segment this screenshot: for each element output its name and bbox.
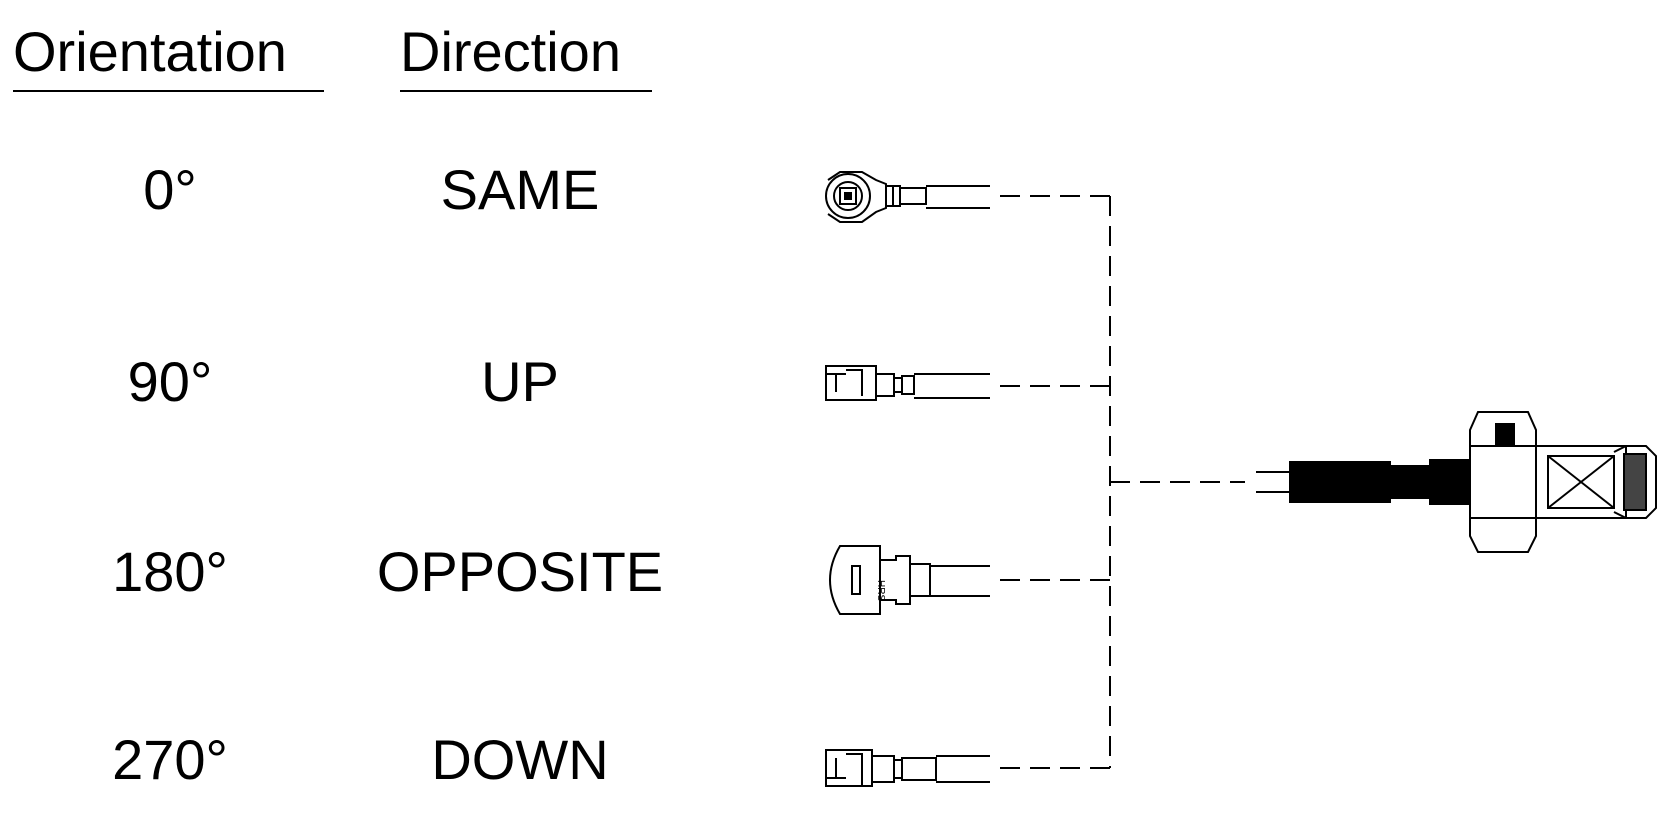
orientation-header: Orientation xyxy=(13,20,287,83)
dashed-leader-lines xyxy=(1000,195,1245,769)
row-direction-2: OPPOSITE xyxy=(376,540,664,603)
direction-header-underline xyxy=(400,90,652,92)
row-direction-1: UP xyxy=(481,350,559,413)
row-orientation-1: 90° xyxy=(127,350,213,413)
row-direction-0: SAME xyxy=(440,158,600,221)
row-direction-3: DOWN xyxy=(431,728,609,791)
row-orientation-0: 0° xyxy=(143,158,197,221)
connector-90-degree-icon xyxy=(825,365,990,401)
connector-270-degree-icon xyxy=(825,749,990,787)
connector-0-degree-icon xyxy=(825,171,990,223)
row-orientation-2: 180° xyxy=(112,540,228,603)
connector-180-degree-icon xyxy=(829,545,990,615)
orientation-header-underline xyxy=(13,90,324,92)
cable-assembly-icon xyxy=(1256,411,1657,553)
direction-header: Direction xyxy=(400,20,621,83)
connector-marking-text: HRS xyxy=(875,580,886,601)
row-orientation-3: 270° xyxy=(112,728,228,791)
